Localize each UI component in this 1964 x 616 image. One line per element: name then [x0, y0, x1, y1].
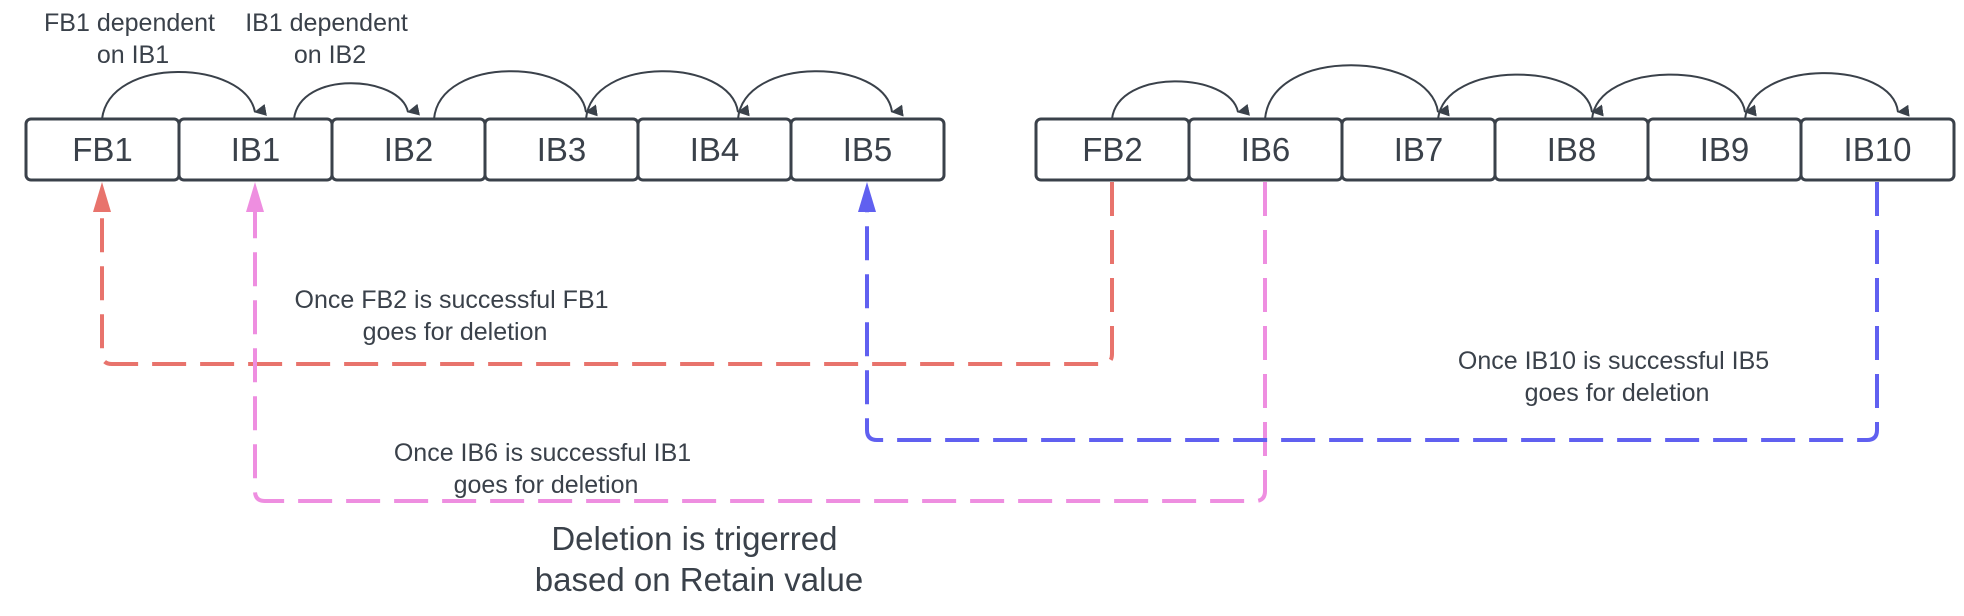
- box-label-ib3: IB3: [537, 131, 587, 168]
- arc-ib3-ib4: [585, 70, 750, 120]
- box-label-ib10: IB10: [1844, 131, 1912, 168]
- arc-ib1-ib2: [293, 82, 421, 120]
- dashed-line-pink: [253, 182, 1267, 503]
- note-fb1-dependent-line2: on IB1: [97, 41, 169, 69]
- arc-ib9-ib10: [1744, 72, 1910, 120]
- group-b-boxes: FB2 IB6 IB7 IB8 IB9 IB10: [1034, 117, 1956, 182]
- arc-fb1-ib1: [101, 71, 267, 120]
- footer-note-line2: based on Retain value: [535, 561, 863, 598]
- arc-ib7-ib8: [1437, 73, 1604, 120]
- note-ib1-dependent-line1: IB1 dependent: [245, 9, 408, 37]
- note-ib6-ib1: Once IB6 is successful IB1 goes for dele…: [394, 439, 698, 499]
- box-label-ib6: IB6: [1241, 131, 1291, 168]
- box-label-fb1: FB1: [72, 131, 133, 168]
- note-ib6-ib1-line1: Once IB6 is successful IB1: [394, 439, 691, 467]
- box-label-ib2: IB2: [384, 131, 434, 168]
- dashed-line-red: [100, 182, 1114, 366]
- note-ib1-dependent-line2: on IB2: [294, 41, 366, 69]
- note-ib10-ib5-line1: Once IB10 is successful IB5: [1458, 347, 1769, 375]
- connector-ib6-ib1: [246, 182, 1267, 503]
- arc-ib2-ib3: [433, 70, 598, 120]
- box-label-fb2: FB2: [1082, 131, 1143, 168]
- arrowhead-blue-icon: [858, 182, 876, 212]
- connector-fb2-fb1: [93, 182, 1114, 366]
- footer-note: Deletion is trigerred based on Retain va…: [535, 520, 863, 598]
- arrowhead-red-icon: [93, 182, 111, 212]
- group-a-boxes: FB1 IB1 IB2 IB3 IB4 IB5: [24, 117, 946, 182]
- box-label-ib8: IB8: [1547, 131, 1597, 168]
- dashed-line-blue: [865, 182, 1879, 442]
- arrowhead-pink-icon: [246, 182, 264, 212]
- note-fb2-fb1-line2: goes for deletion: [363, 318, 548, 346]
- box-label-ib1: IB1: [231, 131, 281, 168]
- note-fb1-dependent: FB1 dependent on IB1: [44, 9, 222, 69]
- note-ib10-ib5-line2: goes for deletion: [1525, 379, 1710, 407]
- box-label-ib5: IB5: [843, 131, 893, 168]
- box-ib10: [1799, 117, 1956, 182]
- box-label-ib4: IB4: [690, 131, 740, 168]
- connector-ib10-ib5: [858, 182, 1879, 442]
- box-ib5: [789, 117, 946, 182]
- dependency-arcs: [101, 64, 1910, 120]
- arc-ib4-ib5: [737, 70, 904, 120]
- note-fb1-dependent-line1: FB1 dependent: [44, 9, 215, 37]
- arc-ib8-ib9: [1591, 73, 1757, 120]
- note-ib10-ib5: Once IB10 is successful IB5 goes for del…: [1458, 347, 1776, 407]
- box-label-ib9: IB9: [1700, 131, 1750, 168]
- note-fb2-fb1-line1: Once FB2 is successful FB1: [295, 286, 609, 314]
- box-label-ib7: IB7: [1394, 131, 1444, 168]
- arc-fb2-ib6: [1111, 80, 1250, 120]
- note-fb2-fb1: Once FB2 is successful FB1 goes for dele…: [295, 286, 616, 346]
- arc-ib6-ib7: [1264, 64, 1450, 120]
- note-ib1-dependent: IB1 dependent on IB2: [245, 9, 415, 69]
- note-ib6-ib1-line2: goes for deletion: [454, 471, 639, 499]
- footer-note-line1: Deletion is trigerred: [551, 520, 837, 557]
